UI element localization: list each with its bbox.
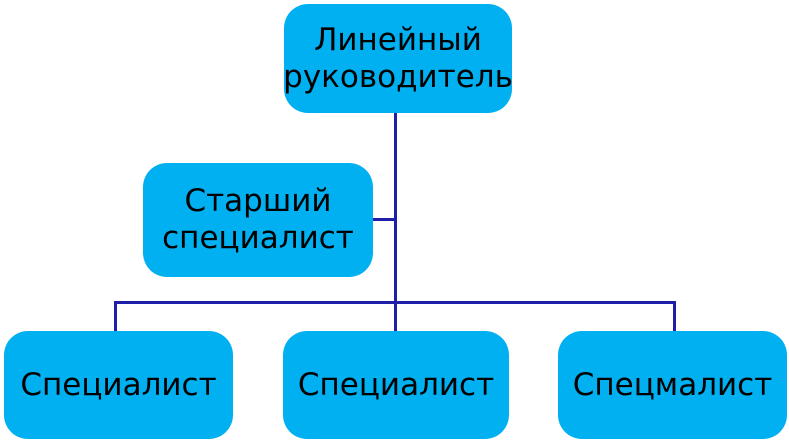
- org-node-label: Старший специалист: [162, 183, 354, 256]
- org-node-specialist-2: Специалист: [283, 331, 509, 439]
- org-node-specialist-3: Спецмалист: [558, 331, 787, 439]
- connector-branch-right: [673, 301, 676, 331]
- connector-branch-left: [114, 301, 117, 331]
- connector-assistant-stub: [373, 218, 396, 221]
- org-node-label: Специалист: [297, 366, 495, 403]
- connector-distribution-bar: [114, 301, 676, 304]
- org-node-label: Линейный руководитель: [283, 21, 513, 95]
- org-node-label: Специалист: [20, 366, 217, 403]
- org-node-specialist-1: Специалист: [4, 331, 233, 439]
- org-node-senior-specialist: Старший специалист: [143, 163, 373, 277]
- connector-root-to-children: [394, 112, 397, 331]
- org-node-label: Спецмалист: [572, 366, 773, 403]
- org-node-line-manager: Линейный руководитель: [283, 4, 513, 113]
